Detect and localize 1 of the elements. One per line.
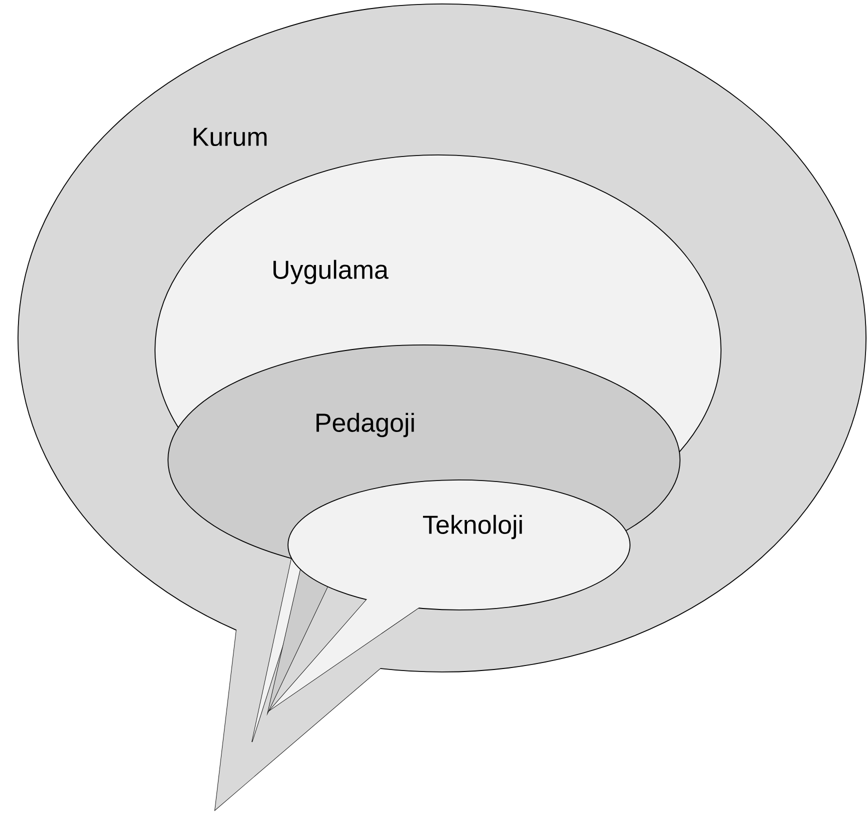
speech-bubble: Teknoloji [267,480,630,712]
